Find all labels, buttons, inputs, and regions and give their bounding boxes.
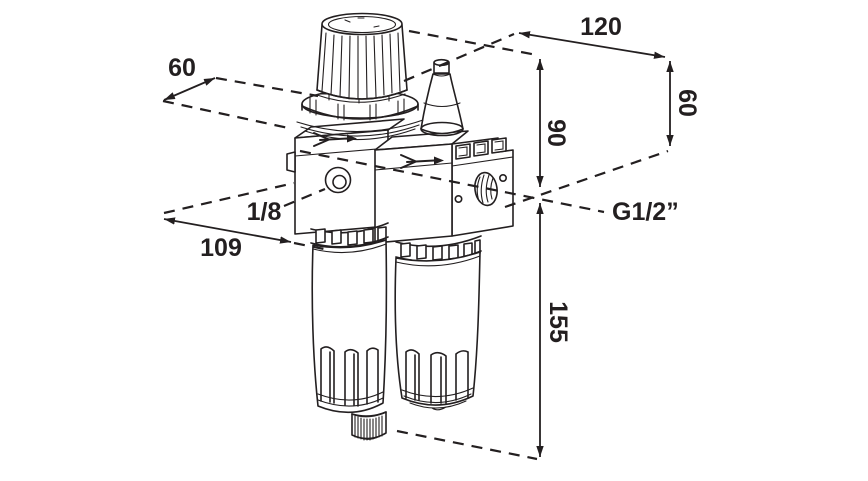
- dim-label-width-bottom: 109: [200, 234, 242, 262]
- gauge-port: [324, 166, 352, 194]
- dim-label-depth-top: 60: [168, 54, 196, 82]
- flow-arrow-icon: [313, 132, 357, 147]
- dim-label-height-total: 155: [544, 301, 572, 343]
- filter-bowl-clamp: [310, 222, 389, 248]
- dim-label-height-right: 60: [673, 89, 701, 117]
- port-label-main: G1/2”: [612, 198, 679, 226]
- bowl-ribs: [320, 346, 379, 407]
- projection-lines: [162, 29, 669, 461]
- filter-bowl: [311, 239, 388, 414]
- mounting-slots: [455, 137, 507, 160]
- sight-dome: [420, 58, 464, 137]
- drain-knurl: [354, 415, 383, 441]
- flow-arrow-icon: [400, 154, 444, 169]
- dimension-labels: 60 120 60 90 155 109 1/8 G1/2”: [168, 13, 701, 343]
- main-port: [454, 171, 507, 207]
- regulator-bonnet: [296, 89, 424, 141]
- knob-flutes: [321, 32, 401, 100]
- dim-line-width-top: [518, 31, 666, 59]
- dim-label-width-top: 120: [580, 13, 622, 41]
- drain-valve: [351, 411, 387, 441]
- port-label-gauge: 1/8: [247, 198, 282, 226]
- bowl-ribs: [405, 349, 469, 404]
- dim-line-depth-top: [163, 77, 216, 101]
- dimension-lines: [163, 31, 674, 457]
- regulator-knob: [316, 12, 408, 100]
- dim-line-width-bottom: [163, 217, 292, 244]
- lubricator-bowl: [394, 251, 481, 411]
- dim-label-height-mid: 90: [542, 119, 570, 147]
